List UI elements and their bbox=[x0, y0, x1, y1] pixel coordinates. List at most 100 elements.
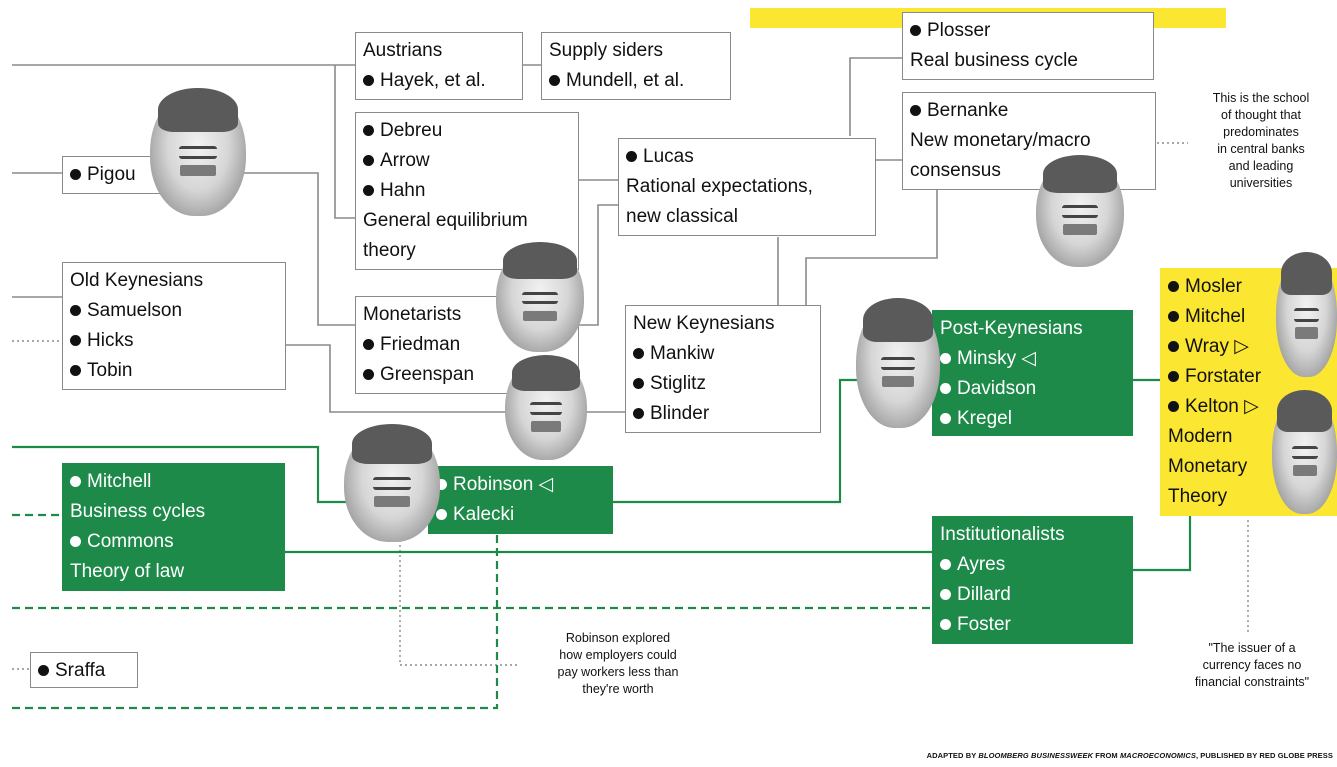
bullet-icon bbox=[626, 151, 637, 162]
source-credit: ADAPTED BY BLOOMBERG BUSINESSWEEK FROM M… bbox=[927, 751, 1333, 760]
plosser-box: Plosser Real business cycle bbox=[902, 12, 1154, 80]
robinson-portrait bbox=[344, 424, 440, 542]
bullet-icon bbox=[363, 155, 374, 166]
bullet-icon bbox=[1168, 341, 1179, 352]
lucas-caption-line: new classical bbox=[626, 206, 738, 227]
bullet-icon bbox=[940, 559, 951, 570]
robinson-box: Robinson ◁ Kalecki bbox=[428, 466, 613, 534]
sraffa-box: Sraffa bbox=[30, 652, 138, 688]
bullet-icon bbox=[1168, 281, 1179, 292]
bullet-icon bbox=[633, 408, 644, 419]
bernanke-portrait bbox=[1036, 155, 1124, 267]
lucas-box: Lucas Rational expectations, new classic… bbox=[618, 138, 876, 236]
note-line: in central banks bbox=[1217, 142, 1305, 156]
friedman-portrait bbox=[496, 242, 584, 352]
credit-text: ADAPTED BY bbox=[926, 751, 979, 760]
bullet-icon bbox=[70, 335, 81, 346]
mmt-member: Forstater bbox=[1168, 362, 1329, 392]
bullet-icon bbox=[38, 665, 49, 676]
note-line: predominates bbox=[1223, 125, 1299, 139]
bullet-icon bbox=[633, 378, 644, 389]
supply-siders-member: Mundell, et al. bbox=[549, 66, 723, 96]
mmt-caption-line: Monetary bbox=[1168, 456, 1248, 477]
ge-member: Hahn bbox=[363, 176, 571, 206]
lucas-member: Lucas bbox=[626, 142, 868, 172]
general-equilibrium-box: Debreu Arrow Hahn General equilibrium th… bbox=[355, 112, 579, 270]
bullet-icon bbox=[1168, 401, 1179, 412]
ok-member: Tobin bbox=[70, 356, 278, 386]
note-line: This is the school bbox=[1212, 91, 1310, 105]
old-keynesians-title: Old Keynesians bbox=[70, 270, 204, 291]
nk-member: Stiglitz bbox=[633, 369, 813, 399]
kalecki-member: Kalecki bbox=[436, 500, 605, 530]
note-line: currency faces no bbox=[1202, 658, 1302, 672]
credit-text: , PUBLISHED BY RED GLOBE PRESS bbox=[1195, 751, 1333, 760]
note-line: they're worth bbox=[582, 682, 654, 696]
ok-member: Samuelson bbox=[70, 296, 278, 326]
bernanke-box: Bernanke New monetary/macro consensus bbox=[902, 92, 1156, 190]
pk-member: Kregel bbox=[940, 404, 1125, 434]
inst-member: Dillard bbox=[940, 580, 1125, 610]
mon-member: Friedman bbox=[363, 330, 571, 360]
austrians-title: Austrians bbox=[363, 40, 443, 61]
credit-book: MACROECONOMICS bbox=[1119, 751, 1196, 760]
inst-member: Foster bbox=[940, 610, 1125, 640]
commons-caption: Theory of law bbox=[70, 561, 185, 582]
institutionalists-title: Institutionalists bbox=[940, 524, 1065, 545]
bullet-icon bbox=[70, 305, 81, 316]
mitchell-caption: Business cycles bbox=[70, 501, 206, 522]
mmt-caption-line: Modern bbox=[1168, 426, 1233, 447]
bullet-icon bbox=[363, 339, 374, 350]
minsky-portrait bbox=[856, 298, 940, 428]
bullet-icon bbox=[1168, 371, 1179, 382]
central-banks-note: This is the school of thought that predo… bbox=[1186, 90, 1336, 192]
pigou-member: Pigou bbox=[70, 160, 172, 190]
mmt-member: Mosler bbox=[1168, 272, 1329, 302]
ge-caption-line: General equilibrium bbox=[363, 210, 528, 231]
mmt-member: Wray ▷ bbox=[1168, 332, 1329, 362]
issuer-quote-note: "The issuer of a currency faces no finan… bbox=[1168, 640, 1336, 691]
bullet-icon bbox=[910, 105, 921, 116]
lucas-caption-line: Rational expectations, bbox=[626, 176, 813, 197]
supply-siders-box: Supply siders Mundell, et al. bbox=[541, 32, 731, 100]
pk-member: Minsky ◁ bbox=[940, 344, 1125, 374]
plosser-member: Plosser bbox=[910, 16, 1146, 46]
bullet-icon bbox=[70, 365, 81, 376]
bullet-icon bbox=[940, 589, 951, 600]
note-line: Robinson explored bbox=[565, 631, 671, 645]
bullet-icon bbox=[363, 75, 374, 86]
pk-member: Davidson bbox=[940, 374, 1125, 404]
inst-member: Ayres bbox=[940, 550, 1125, 580]
commons-member: Commons bbox=[70, 527, 277, 557]
post-keynesians-box: Post-Keynesians Minsky ◁ Davidson Kregel bbox=[932, 310, 1133, 436]
note-line: pay workers less than bbox=[557, 665, 679, 679]
mmt-caption-line: Theory bbox=[1168, 486, 1228, 507]
supply-siders-title: Supply siders bbox=[549, 40, 664, 61]
mmt-member: Mitchel bbox=[1168, 302, 1329, 332]
sraffa-member: Sraffa bbox=[38, 656, 130, 686]
bullet-icon bbox=[549, 75, 560, 86]
ge-member: Debreu bbox=[363, 116, 571, 146]
robinson-note: Robinson explored how employers could pa… bbox=[518, 630, 718, 698]
bullet-icon bbox=[940, 383, 951, 394]
note-line: "The issuer of a bbox=[1208, 641, 1296, 655]
bernanke-caption-line: consensus bbox=[910, 160, 1001, 181]
ok-member: Hicks bbox=[70, 326, 278, 356]
austrians-member: Hayek, et al. bbox=[363, 66, 515, 96]
bernanke-caption-line: New monetary/macro bbox=[910, 130, 1091, 151]
institutionalists-box: Institutionalists Ayres Dillard Foster bbox=[932, 516, 1133, 644]
bullet-icon bbox=[940, 413, 951, 424]
new-keynesians-title: New Keynesians bbox=[633, 313, 775, 334]
bullet-icon bbox=[363, 185, 374, 196]
old-keynesians-box: Old Keynesians Samuelson Hicks Tobin bbox=[62, 262, 286, 390]
ge-member: Arrow bbox=[363, 146, 571, 176]
new-keynesians-box: New Keynesians Mankiw Stiglitz Blinder bbox=[625, 305, 821, 433]
austrians-box: Austrians Hayek, et al. bbox=[355, 32, 523, 100]
mmt-member: Kelton ▷ bbox=[1168, 392, 1329, 422]
nk-member: Mankiw bbox=[633, 339, 813, 369]
note-line: financial constraints" bbox=[1194, 675, 1310, 689]
bullet-icon bbox=[70, 169, 81, 180]
plosser-caption: Real business cycle bbox=[910, 50, 1078, 71]
greenspan-portrait bbox=[505, 355, 587, 460]
bullet-icon bbox=[70, 476, 81, 487]
